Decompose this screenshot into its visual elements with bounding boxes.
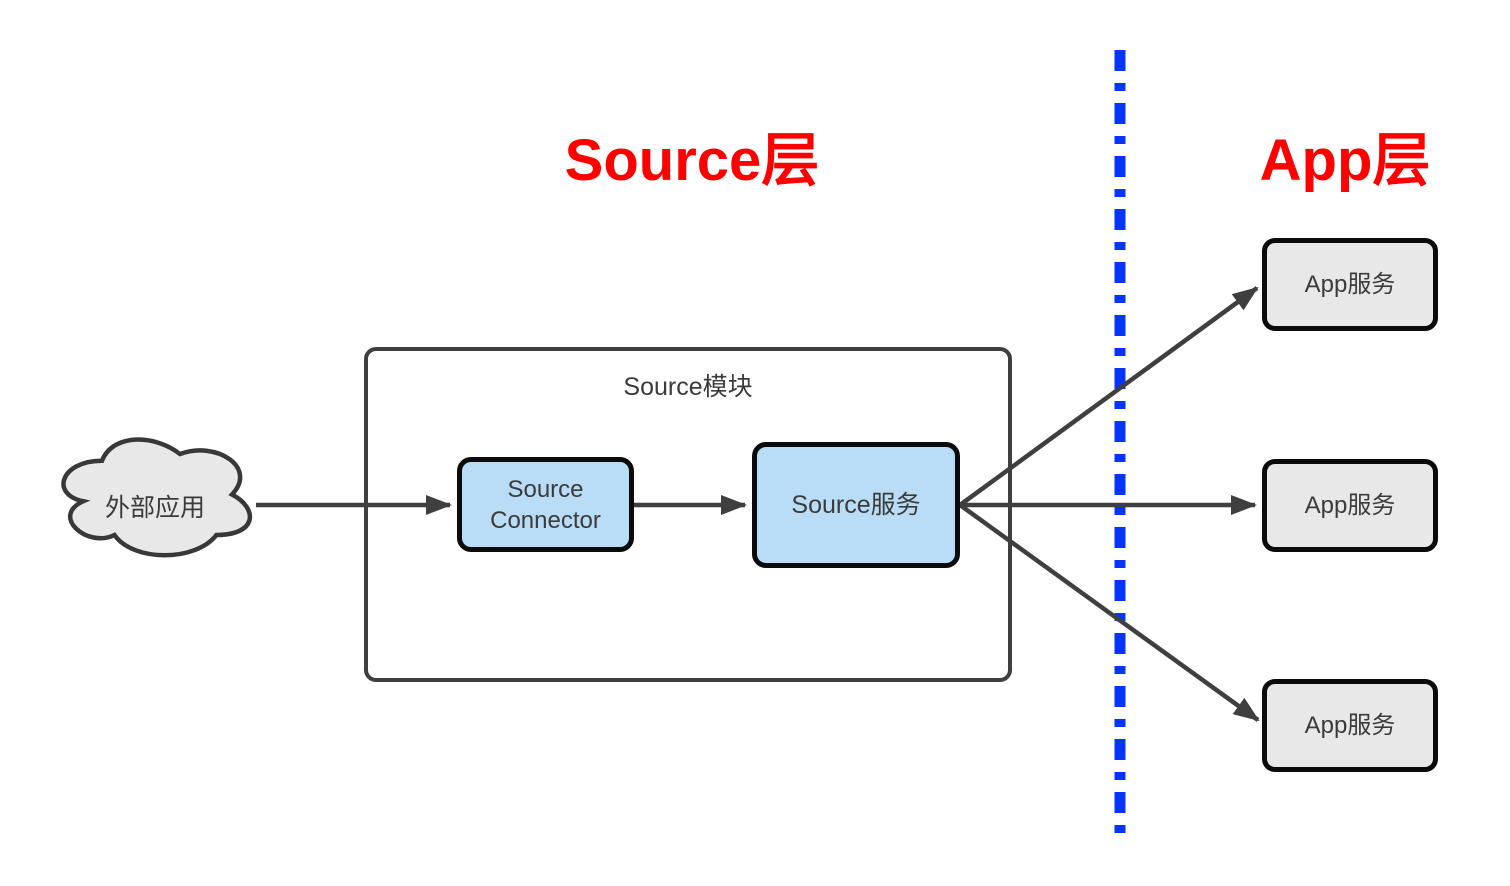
app-service-node-3: App服务 xyxy=(1262,679,1438,772)
source-connector-node: Source Connector xyxy=(457,457,634,552)
app-service-node-2: App服务 xyxy=(1262,459,1438,552)
source-connector-label-line1: Source xyxy=(507,475,584,503)
app-service-node-1: App服务 xyxy=(1262,238,1438,331)
external-app-label: 外部应用 xyxy=(104,494,205,522)
source-module-label: Source模块 xyxy=(623,373,753,401)
app-layer-title: App层 xyxy=(1259,128,1431,193)
source-layer-title: Source层 xyxy=(564,128,820,193)
source-connector-label-line2: Connector xyxy=(490,506,601,534)
source-service-node: Source服务 xyxy=(752,442,960,568)
